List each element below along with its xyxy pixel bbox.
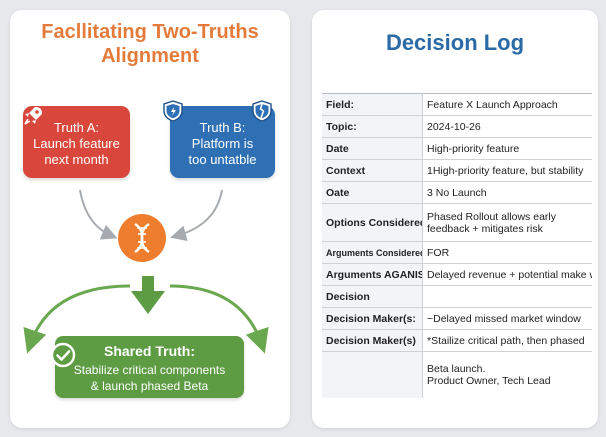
- value-cell: High-priority feature: [422, 137, 592, 160]
- arrow-truth-b-to-center: [170, 189, 223, 242]
- truth-b-box: Truth B: Platform is too untatble: [170, 106, 275, 178]
- panel-title-line-1: Facllitating Two-Truths: [41, 21, 259, 43]
- value-cell: Delayed revenue + potential make wind: [422, 263, 592, 286]
- table-row: Context 1High-priority feature, but stab…: [322, 159, 592, 182]
- value-cell: FOR: [422, 241, 592, 264]
- field-cell: Arguments Considered: [322, 241, 423, 264]
- arrow-left-loop: [23, 284, 131, 354]
- field-cell: Options Considered: [322, 203, 423, 242]
- shared-truth-box: Shared Truth: Stabilize critical compone…: [55, 336, 244, 398]
- table-row: Options Considered Phased Rollout allows…: [322, 203, 592, 242]
- table-row: Decision Maker(s) *Stailize critical pat…: [322, 329, 592, 352]
- field-cell: Decision Maker(s:: [322, 307, 423, 330]
- value-line-2: Product Owner, Tech Lead: [427, 374, 551, 387]
- table-row: Topic: 2024-10-26: [322, 115, 592, 138]
- value-cell: *Stailize critical path, then phased: [422, 329, 592, 352]
- truth-b-text-1: Platform is: [191, 136, 254, 151]
- table-row: Decision Maker(s: −Delayed missed market…: [322, 307, 592, 330]
- value-cell: Feature X Launch Approach: [422, 93, 592, 116]
- dna-icon: [134, 222, 150, 254]
- value-cell: [422, 285, 592, 308]
- truth-a-box: Truth A: Launch feature next month: [23, 106, 130, 178]
- table-row: Date High-priority feature: [322, 137, 592, 160]
- panel-title-line-2: Alignment: [101, 45, 199, 67]
- field-cell: Decision: [322, 285, 423, 308]
- decision-log-panel: Decision Log Field: Feature X Launch App…: [312, 10, 598, 428]
- value-cell: Beta launch. Product Owner, Tech Lead: [422, 351, 592, 398]
- table-row: Decision: [322, 285, 592, 308]
- truth-a-label: Truth A:: [53, 120, 100, 135]
- cracked-shield-icon: [252, 100, 272, 122]
- field-cell: Topic:: [322, 115, 423, 138]
- field-cell: [322, 351, 423, 398]
- shared-truth-text-1: Stabilize critical components: [73, 363, 226, 377]
- rocket-icon: [24, 107, 42, 125]
- truth-a-text-2: next month: [44, 152, 109, 167]
- value-cell: 1High-priority feature, but stability: [422, 159, 592, 182]
- table-row: Oate 3 No Launch: [322, 181, 592, 204]
- table-row: Arguments AGANIST Delayed revenue + pote…: [322, 263, 592, 286]
- value-cell: 2024-10-26: [422, 115, 592, 138]
- value-line-1: Beta launch.: [427, 362, 486, 375]
- arrow-truth-a-to-center: [79, 189, 118, 240]
- table-row: Beta launch. Product Owner, Tech Lead: [322, 351, 592, 398]
- decision-log-table: Field: Feature X Launch Approach Topic: …: [322, 93, 592, 398]
- flow-arrows: [23, 189, 269, 354]
- truth-a-text-1: Launch feature: [33, 136, 120, 151]
- table-row: Arguments Considered FOR: [322, 241, 592, 264]
- shared-truth-text-2: & launch phased Beta: [90, 379, 209, 393]
- field-cell: Date: [322, 137, 423, 160]
- value-cell: Phased Rollout allows early feedback + m…: [422, 203, 592, 242]
- shared-truth-title: Shared Truth:: [103, 343, 195, 359]
- field-cell: Decision Maker(s): [322, 329, 423, 352]
- value-cell: −Delayed missed market window: [422, 307, 592, 330]
- arrow-down-to-shared: [131, 276, 165, 314]
- arrow-right-loop: [169, 284, 269, 354]
- alignment-panel: Facllitating Two-Truths Alignment Truth …: [10, 10, 290, 428]
- field-cell: Field:: [322, 93, 423, 116]
- dna-circle: [118, 214, 166, 262]
- decision-log-title: Decision Log: [385, 30, 525, 55]
- truth-b-text-2: too untatble: [188, 152, 257, 167]
- shield-icon: [163, 100, 183, 122]
- field-cell: Context: [322, 159, 423, 182]
- field-cell: Oate: [322, 181, 423, 204]
- check-icon: [50, 342, 76, 368]
- field-cell: Arguments AGANIST: [322, 263, 423, 286]
- value-cell: 3 No Launch: [422, 181, 592, 204]
- truth-b-label: Truth B:: [199, 120, 246, 135]
- table-row: Field: Feature X Launch Approach: [322, 93, 592, 116]
